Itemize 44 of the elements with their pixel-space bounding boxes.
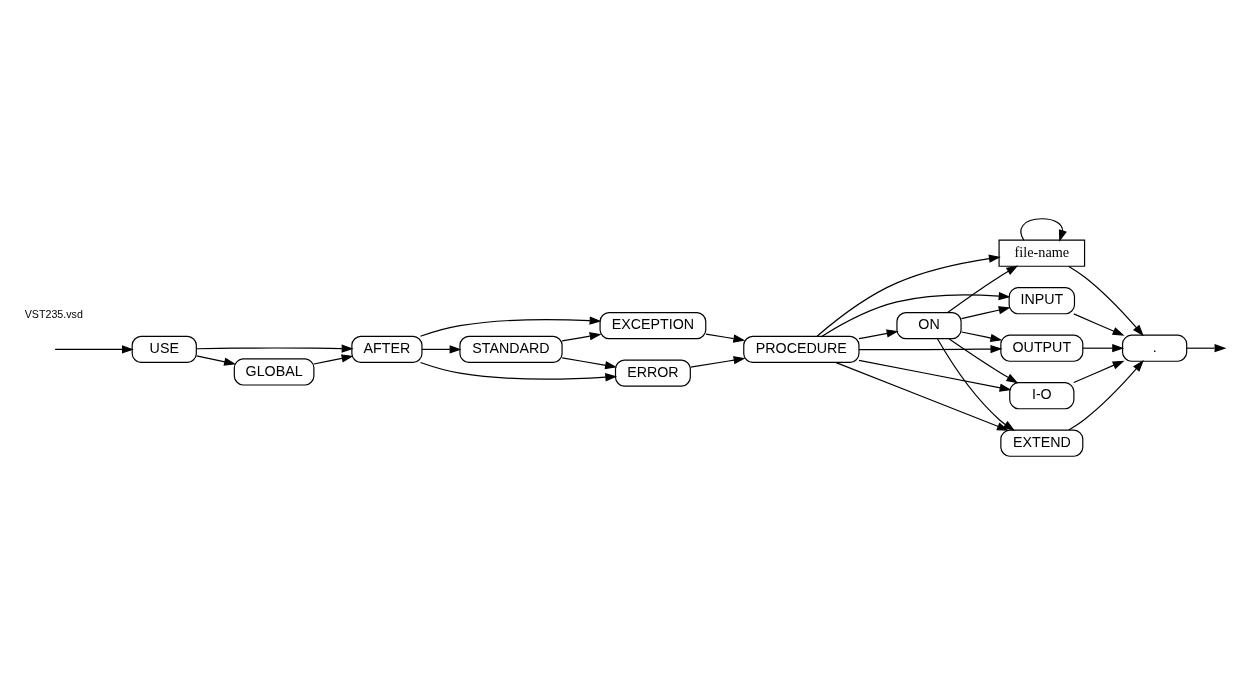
arrow bbox=[1020, 218, 1067, 242]
arrow bbox=[858, 359, 1012, 392]
arrow bbox=[419, 316, 602, 337]
arrow bbox=[561, 332, 602, 342]
arrow bbox=[960, 306, 1011, 320]
arrow bbox=[1068, 360, 1144, 431]
arrow bbox=[313, 354, 354, 365]
arrow bbox=[858, 329, 899, 340]
node-box: . bbox=[1121, 334, 1188, 362]
node-box: OUTPUT bbox=[1000, 334, 1084, 362]
label: VST235.vsd bbox=[24, 307, 83, 320]
arrow bbox=[858, 344, 1003, 354]
arrow bbox=[1082, 344, 1125, 353]
arrow bbox=[561, 357, 617, 370]
arrow bbox=[936, 338, 1016, 431]
arrow bbox=[1068, 265, 1144, 337]
node-box: STANDARD bbox=[459, 335, 563, 364]
node-box: AFTER bbox=[351, 335, 423, 364]
arrow bbox=[1186, 344, 1227, 353]
arrow bbox=[947, 265, 1019, 313]
node-box: file-name bbox=[998, 239, 1086, 267]
node-box: ERROR bbox=[614, 359, 691, 387]
arrow bbox=[816, 254, 1001, 337]
arrow bbox=[195, 355, 237, 366]
arrow bbox=[54, 345, 134, 354]
arrow bbox=[1073, 360, 1125, 384]
arrow bbox=[835, 362, 1009, 431]
arrow bbox=[948, 338, 1019, 384]
arrow bbox=[1073, 313, 1125, 336]
node-box: INPUT bbox=[1008, 287, 1076, 315]
node-box: PROCEDURE bbox=[743, 335, 860, 364]
node-box: ON bbox=[896, 311, 962, 340]
node-box: I-O bbox=[1009, 382, 1075, 410]
arrow bbox=[690, 356, 746, 368]
node-box: GLOBAL bbox=[233, 358, 315, 386]
node-box: EXTEND bbox=[1000, 429, 1084, 457]
arrow bbox=[421, 345, 462, 354]
arrow bbox=[960, 331, 1003, 343]
node-box: USE bbox=[131, 335, 197, 364]
arrow bbox=[821, 291, 1011, 337]
arrow bbox=[705, 333, 746, 343]
arrow bbox=[419, 361, 618, 382]
arrow bbox=[196, 344, 354, 353]
node-box: EXCEPTION bbox=[599, 311, 707, 340]
